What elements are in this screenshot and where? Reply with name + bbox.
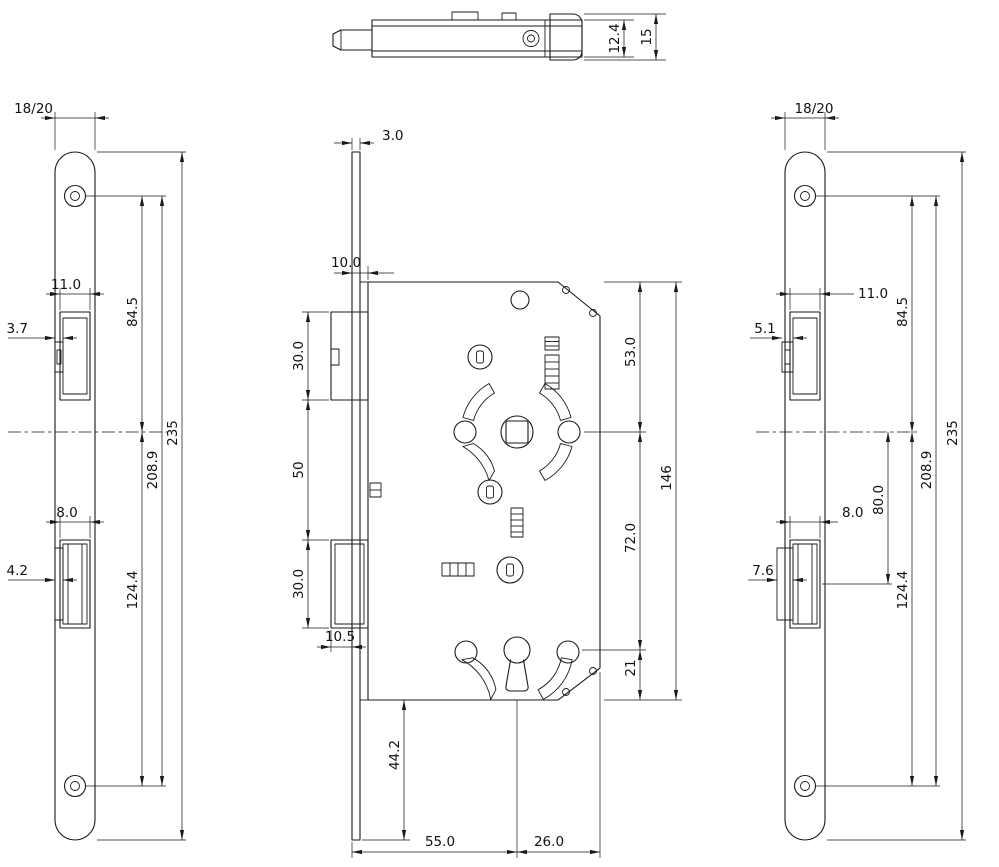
dim-right-plate-width: 18/20 <box>795 101 834 117</box>
slot-end-hole <box>453 420 477 444</box>
follower-arc-slot <box>539 383 572 421</box>
latch-cutout <box>789 311 821 401</box>
dim-left-plate-height: 235 <box>165 420 181 446</box>
latch-tip <box>54 341 64 373</box>
bolt-cutout <box>59 539 91 629</box>
dim-left-hole-spacing: 208.9 <box>145 451 161 490</box>
keyhole-slot <box>505 659 529 692</box>
dim-left-latch-width: 11.0 <box>51 277 81 293</box>
mechanism-post-upper <box>467 344 493 370</box>
dim-right-latch-protrusion: 5.1 <box>754 321 775 337</box>
dim-case-setback: 10.0 <box>331 255 361 271</box>
dim-left-latch-protrusion: 3.7 <box>7 321 28 337</box>
spindle-square-hole <box>505 420 529 444</box>
dim-right-bolt-protrusion: 7.6 <box>752 563 773 579</box>
dim-bolt-setback: 10.5 <box>325 629 355 645</box>
spindle-shaft <box>332 29 373 51</box>
corner-rivet <box>562 286 570 294</box>
left-faceplate-outline <box>54 151 96 841</box>
slot-end-hole <box>557 420 581 444</box>
dim-spindle-to-keyhole: 72.0 <box>623 523 639 553</box>
top-view: 12.4 15 <box>332 11 666 61</box>
dim-left-plate-width: 18/20 <box>14 101 53 117</box>
slot-end-hole <box>556 640 580 664</box>
keyhole-arc-slot <box>537 657 573 700</box>
spring-block-small <box>544 336 560 351</box>
faceplate-edge <box>351 151 361 841</box>
screw-boss <box>522 30 540 47</box>
top-tab <box>451 11 479 21</box>
case-screw-hole <box>510 290 530 310</box>
left-faceplate-dimensions: 18/20 11.0 3.7 8.0 4.2 <box>7 101 186 841</box>
bolt-pocket <box>330 539 369 629</box>
lock-case-dimensions: 3.0 10.0 30.0 50 30.0 10.5 <box>291 128 682 858</box>
right-faceplate-view: 18/20 11.0 5.1 8.0 7.6 <box>748 101 966 841</box>
dim-right-centerline-to-cylinder: 80.0 <box>871 485 887 515</box>
dim-left-bolt-protrusion: 4.2 <box>7 563 28 579</box>
right-faceplate-geometry <box>756 151 918 841</box>
left-faceplate-geometry <box>8 151 168 841</box>
dim-case-height: 146 <box>659 465 675 491</box>
dim-right-top-hole-to-centerline: 84.5 <box>895 297 911 327</box>
dim-right-centerline-to-bottom-hole: 124.4 <box>895 571 911 610</box>
follower-hub <box>500 415 534 449</box>
dim-pocket-gap: 50 <box>291 461 307 478</box>
dim-top-thickness-outer: 15 <box>639 28 655 45</box>
latch-pocket <box>330 311 369 401</box>
corner-rivet <box>589 309 597 317</box>
follower-arc-slot <box>462 383 495 421</box>
dim-left-centerline-to-bottom-hole: 124.4 <box>125 571 141 610</box>
bolt-cutout <box>789 539 821 629</box>
dim-left-bolt-width: 8.0 <box>56 505 77 521</box>
case-outline <box>367 281 601 701</box>
dim-top-thickness-inner: 12.4 <box>607 23 623 53</box>
top-view-geometry <box>332 11 583 61</box>
screw-hole-bottom <box>63 774 87 798</box>
dim-below-case: 44.2 <box>387 740 403 770</box>
dim-keyhole-to-bottom: 21 <box>623 659 639 676</box>
top-tab-small <box>501 12 517 21</box>
latch-cutout <box>59 311 91 401</box>
dim-top-to-spindle: 53.0 <box>623 337 639 367</box>
top-view-dimensions: 12.4 15 <box>584 13 666 61</box>
dim-backset: 55.0 <box>425 834 455 850</box>
lock-case-view: 3.0 10.0 30.0 50 30.0 10.5 <box>291 128 682 858</box>
corner-rivet <box>589 667 597 675</box>
spring-vertical <box>510 507 524 538</box>
keyhole-arc-slot <box>461 657 497 700</box>
bolt-tip <box>54 547 64 621</box>
slot-end-hole <box>454 640 478 664</box>
dim-right-bolt-width: 8.0 <box>842 505 863 521</box>
right-faceplate-outline <box>784 151 826 841</box>
follower-arc-slot <box>539 443 573 481</box>
lock-case-geometry <box>330 151 601 841</box>
dim-rear-depth: 26.0 <box>534 834 564 850</box>
dim-left-top-hole-to-centerline: 84.5 <box>125 297 141 327</box>
dim-bolt-pocket: 30.0 <box>291 569 307 599</box>
screw-hole-bottom <box>793 774 817 798</box>
right-faceplate-dimensions: 18/20 11.0 5.1 8.0 7.6 <box>748 101 966 841</box>
dim-latch-pocket: 30.0 <box>291 341 307 371</box>
bolt-tip <box>776 547 794 621</box>
mechanism-post-lower <box>477 479 503 505</box>
dim-right-plate-height: 235 <box>945 420 961 446</box>
screw-hole-top <box>793 184 817 208</box>
dim-faceplate-thickness: 3.0 <box>382 128 403 144</box>
dim-right-hole-spacing: 208.9 <box>919 451 935 490</box>
dim-right-latch-width: 11.0 <box>858 286 888 302</box>
latch-tip <box>781 341 794 373</box>
keyhole <box>503 636 531 664</box>
spring-block <box>544 354 560 390</box>
left-faceplate-view: 18/20 11.0 3.7 8.0 4.2 <box>7 101 186 841</box>
follower-arc-slot <box>462 443 495 481</box>
faceplate-end <box>549 13 583 61</box>
cylinder-hole <box>496 556 524 584</box>
screw-hole-top <box>63 184 87 208</box>
corner-rivet <box>562 688 570 696</box>
